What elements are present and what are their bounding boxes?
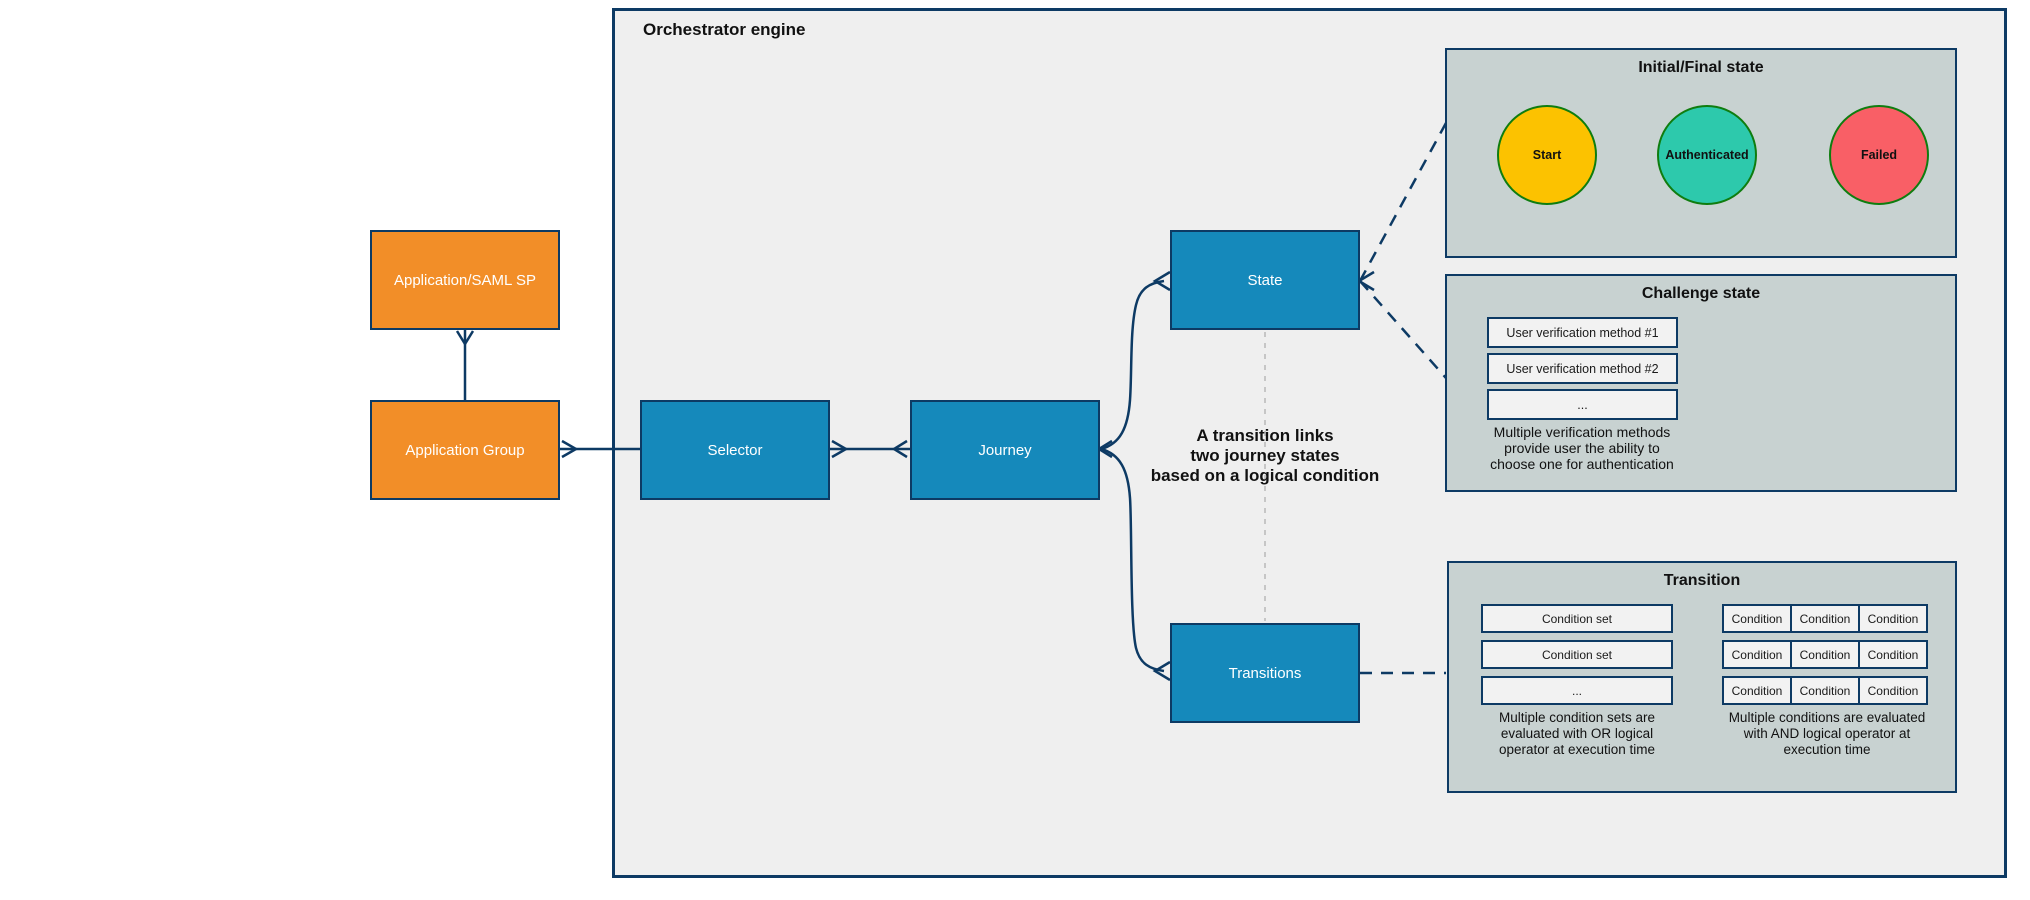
circle-label: Failed — [1860, 148, 1898, 162]
condition-set-label: Condition set — [1541, 611, 1613, 626]
panel-title: Transition — [1663, 572, 1741, 589]
condition-set-box: Condition set — [1481, 604, 1673, 633]
node-application-group: Application Group — [370, 400, 560, 500]
condition-label: Condition — [1799, 611, 1851, 626]
node-state: State — [1170, 230, 1360, 330]
condition-cell: Condition — [1858, 676, 1928, 705]
condition-set-box: Condition set — [1481, 640, 1673, 669]
circle-label: Authenticated — [1665, 148, 1749, 162]
node-selector: Selector — [640, 400, 830, 500]
arrowhead-selector-end — [831, 439, 849, 459]
condition-set-label: ... — [1571, 683, 1582, 698]
verification-method-label: User verification method #2 — [1506, 361, 1659, 376]
condition-cell: Condition — [1858, 604, 1928, 633]
condition-cell: Condition — [1722, 640, 1792, 669]
challenge-caption: Multiple verification methods provide us… — [1490, 424, 1674, 472]
condition-label: Condition — [1799, 683, 1851, 698]
connector-journey-to-state — [1100, 279, 1165, 451]
connector-state-to-challenge — [1359, 280, 1447, 379]
condition-cell: Condition — [1790, 604, 1860, 633]
panel-transition: Transition Condition set Condition set .… — [1447, 561, 1957, 793]
condition-cell: Condition — [1790, 676, 1860, 705]
node-label: Application Group — [405, 441, 525, 459]
node-label: Transitions — [1228, 664, 1302, 682]
verification-method-box: User verification method #2 — [1487, 353, 1678, 384]
state-circle-failed: Failed — [1829, 105, 1929, 205]
condition-cell: Condition — [1790, 640, 1860, 669]
condition-label: Condition — [1867, 683, 1919, 698]
node-application-saml-sp: Application/SAML SP — [370, 230, 560, 330]
condition-label: Condition — [1867, 647, 1919, 662]
verification-method-label: ... — [1577, 397, 1588, 412]
arrowhead-transitions-left — [1152, 660, 1171, 682]
panel-initial-final-state: Initial/Final state Start Authenticated … — [1445, 48, 1957, 258]
verification-method-box: ... — [1487, 389, 1678, 420]
state-circle-start: Start — [1497, 105, 1597, 205]
arrowhead-journey-left-end — [891, 439, 908, 459]
verification-method-box: User verification method #1 — [1487, 317, 1678, 348]
node-label: Application/SAML SP — [393, 271, 537, 289]
arrowhead-state-left — [1152, 270, 1171, 292]
condition-label: Condition — [1731, 683, 1783, 698]
condition-label: Condition — [1731, 647, 1783, 662]
condition-cell: Condition — [1722, 604, 1792, 633]
arrowhead-group-end — [561, 439, 579, 459]
condition-row: Condition Condition Condition — [1722, 640, 1928, 669]
condition-row: Condition Condition Condition — [1722, 676, 1928, 705]
node-label: Selector — [707, 441, 763, 459]
panel-title: Challenge state — [1641, 285, 1761, 302]
condition-set-label: Condition set — [1541, 647, 1613, 662]
transition-caption-left: Multiple condition sets are evaluated wi… — [1498, 710, 1656, 757]
node-label: Journey — [978, 441, 1032, 459]
panel-challenge-state: Challenge state User verification method… — [1445, 274, 1957, 492]
transition-annotation: A transition links two journey states ba… — [1150, 426, 1380, 485]
node-transitions: Transitions — [1170, 623, 1360, 723]
connector-journey-to-transitions — [1100, 447, 1165, 673]
orchestrator-engine-title: Orchestrator engine — [643, 20, 806, 39]
node-journey: Journey — [910, 400, 1100, 500]
condition-cell: Condition — [1858, 640, 1928, 669]
condition-label: Condition — [1799, 647, 1851, 662]
condition-cell: Condition — [1722, 676, 1792, 705]
node-label: State — [1247, 271, 1283, 289]
condition-set-box: ... — [1481, 676, 1673, 705]
condition-label: Condition — [1867, 611, 1919, 626]
transition-caption-right: Multiple conditions are evaluated with A… — [1728, 710, 1926, 757]
connector-state-to-initialfinal — [1358, 122, 1448, 282]
arrowhead-sp-end — [455, 330, 475, 347]
circle-label: Start — [1532, 148, 1562, 162]
state-circle-authenticated: Authenticated — [1657, 105, 1757, 205]
condition-row: Condition Condition Condition — [1722, 604, 1928, 633]
condition-label: Condition — [1731, 611, 1783, 626]
panel-title: Initial/Final state — [1638, 59, 1764, 76]
verification-method-label: User verification method #1 — [1506, 325, 1659, 340]
